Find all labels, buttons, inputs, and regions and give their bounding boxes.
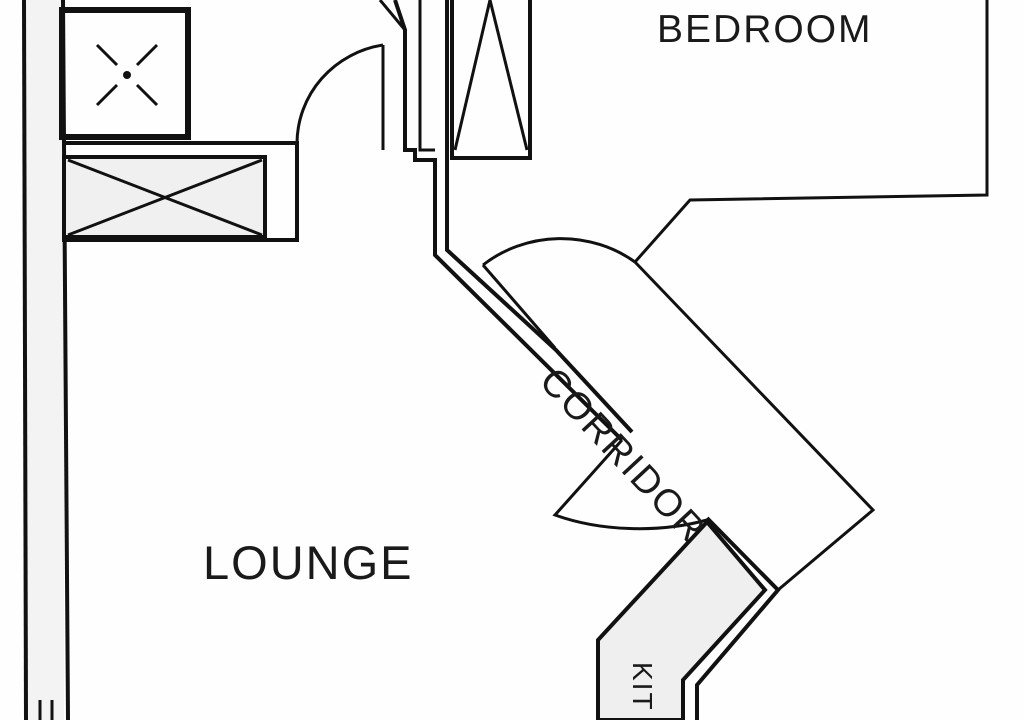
corridor-door — [481, 237, 636, 349]
kitchen-walls — [596, 516, 781, 720]
room-label-lounge: LOUNGE — [203, 536, 414, 589]
left-outer-wall — [22, 0, 70, 720]
room-label-bedroom: BEDROOM — [657, 8, 873, 51]
partition-walls — [378, 0, 634, 442]
wardrobe — [450, 0, 532, 160]
corridor-wall — [633, 260, 876, 592]
bathroom-door — [295, 43, 385, 150]
room-label-kitchen: KIT — [627, 662, 658, 712]
drain-icon — [123, 71, 131, 79]
lounge-door — [552, 439, 708, 531]
shower-tray — [59, 7, 191, 140]
counter-unit — [62, 141, 299, 242]
bedroom-walls — [633, 0, 989, 263]
